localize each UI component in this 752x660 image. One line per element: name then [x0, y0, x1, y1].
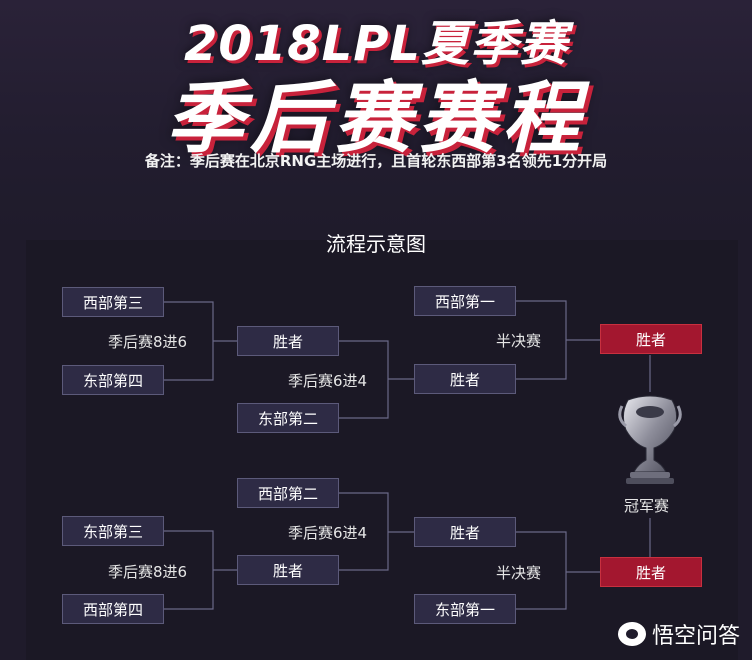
top-r1-team-b: 东部第四 — [62, 365, 164, 395]
top-sf-winner-in: 胜者 — [414, 364, 516, 394]
final-label: 冠军赛 — [624, 497, 670, 515]
bottom-final-slot: 胜者 — [600, 557, 702, 587]
note-text: 备注：季后赛在北京RNG主场进行，且首轮东西部第3名领先1分开局 — [144, 152, 608, 170]
bottom-r1-team-a: 东部第三 — [62, 516, 164, 546]
wukong-logo-icon — [617, 622, 646, 646]
bottom-r1-team-b: 西部第四 — [62, 594, 164, 624]
watermark: 悟空问答 — [617, 618, 740, 650]
trophy-icon — [618, 395, 682, 484]
title-line-1: 2018LPL夏季赛 — [184, 16, 568, 72]
top-r2-team: 东部第二 — [237, 403, 339, 433]
bottom-r1-label: 季后赛8进6 — [108, 563, 188, 581]
top-sf-team: 西部第一 — [414, 286, 516, 316]
bottom-r2-winner: 胜者 — [237, 555, 339, 585]
title-line-2: 季后赛赛程 — [165, 74, 586, 164]
bottom-sf-team: 东部第一 — [414, 594, 516, 624]
panel-title: 流程示意图 — [326, 232, 426, 256]
top-r1-label: 季后赛8进6 — [108, 333, 188, 351]
top-r2-label: 季后赛6进4 — [288, 372, 368, 390]
bottom-sf-label: 半决赛 — [496, 564, 542, 582]
bottom-sf-winner-in: 胜者 — [414, 517, 516, 547]
connector-bottom-sf — [516, 531, 567, 610]
top-r1-team-a: 西部第三 — [62, 287, 164, 317]
top-sf-label: 半决赛 — [496, 332, 542, 350]
bottom-r2-label: 季后赛6进4 — [288, 524, 368, 542]
top-r2-winner: 胜者 — [237, 326, 339, 356]
bottom-r2-team: 西部第二 — [237, 478, 339, 508]
header-banner — [0, 0, 752, 232]
watermark-text: 悟空问答 — [651, 624, 740, 649]
top-final-slot: 胜者 — [600, 324, 702, 354]
